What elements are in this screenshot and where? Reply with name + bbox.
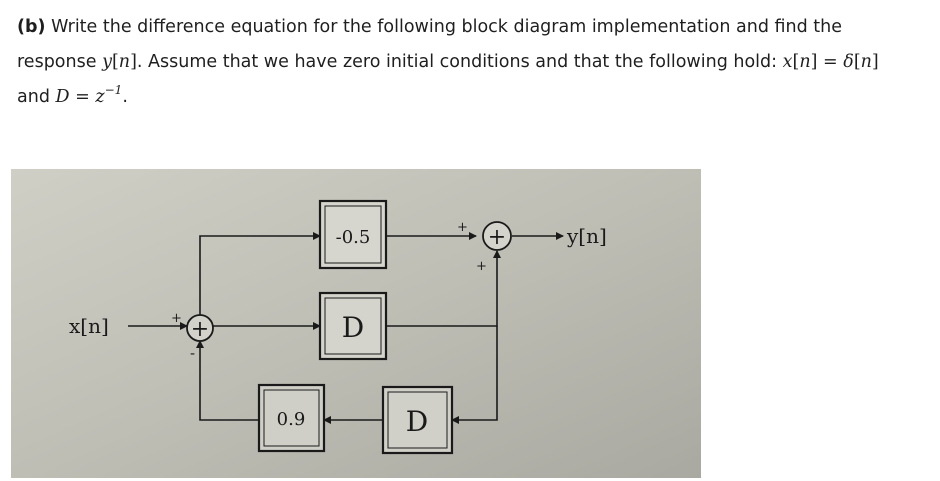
adder-1-sign-feedback: - (190, 344, 195, 362)
signal-lines (128, 232, 564, 424)
delay-2-label: D (406, 405, 428, 438)
coef-bottom-block: 0.9 (257, 383, 326, 453)
problem-text-1: Write the difference equation for the fo… (51, 17, 843, 37)
problem-line-1: (b) Write the difference equation for th… (17, 10, 932, 45)
output-label: y[n] (566, 224, 607, 248)
coef-top-label: -0.5 (336, 227, 371, 248)
coef-bottom-label: 0.9 (277, 409, 306, 430)
math-x-eq-delta: x[n] = δ[n] (782, 52, 879, 72)
delay-2-block: D (381, 385, 454, 455)
coef-top-block: -0.5 (318, 199, 388, 270)
adder-2: + (482, 221, 512, 251)
adder-1-sign-input: + (171, 311, 182, 326)
delay-1-label: D (342, 311, 364, 344)
part-label: (b) (17, 17, 46, 37)
problem-line-3: and D = z−1. (17, 83, 128, 107)
coef-bottom-to-adder1 (196, 340, 259, 421)
problem-text-3: and (17, 87, 50, 107)
tap-to-coef-top (199, 232, 321, 326)
adder-2-sign-top: + (457, 220, 468, 235)
adder-2-sign-bottom: + (476, 259, 487, 274)
adder-1-symbol: + (191, 317, 209, 342)
problem-line-2: response y[n]. Assume that we have zero … (17, 45, 932, 80)
block-diagram: + + - + + + -0.5 D D (11, 169, 701, 478)
math-d-eq-zinv: D = z−1 (55, 83, 123, 107)
delay-1-block: D (318, 291, 388, 361)
problem-text-2a: response (17, 52, 97, 72)
input-label: x[n] (69, 314, 109, 338)
problem-text-2b: . Assume that we have zero initial condi… (136, 52, 778, 72)
math-y-n: y[n] (102, 52, 137, 72)
block-diagram-photo: + + - + + + -0.5 D D (11, 169, 701, 478)
problem-statement: (b) Write the difference equation for th… (17, 10, 932, 115)
adder-1: + (186, 314, 214, 342)
delay1-to-delay2 (451, 326, 498, 424)
adder-2-symbol: + (488, 225, 506, 250)
